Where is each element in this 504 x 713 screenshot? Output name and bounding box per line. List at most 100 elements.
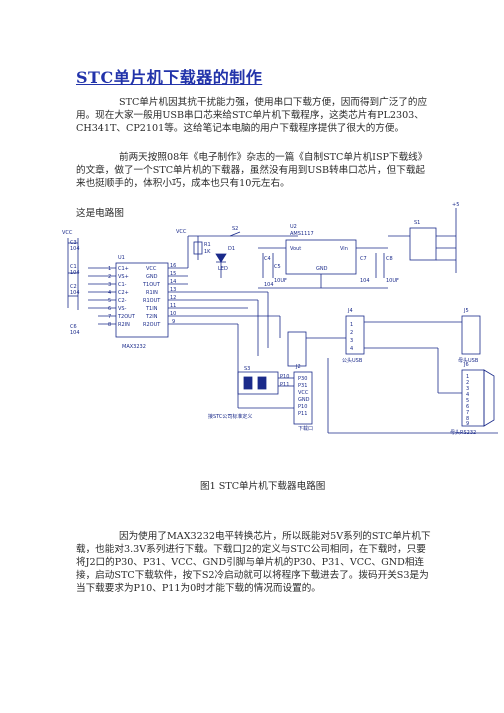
u1-part: MAX3232: [122, 344, 146, 350]
u1-pin-num-9: 9: [172, 319, 175, 325]
j4-name: J4: [347, 308, 353, 314]
u1-pin-num-13: 13: [170, 287, 176, 293]
cap-c6-value: 104: [70, 330, 80, 336]
u1-pin-left-4: C2+: [118, 290, 129, 296]
u1-pin-right-11: T1IN: [145, 306, 158, 312]
j2-pin-p10: P10: [298, 404, 307, 410]
u1-pin-num-7: 7: [108, 314, 111, 320]
j2-pin-p11: P11: [298, 411, 307, 417]
cap-c2-value: 104: [70, 290, 80, 296]
u2-pin-gnd: GND: [316, 266, 328, 272]
u1-pin-right-14: T1OUT: [142, 282, 161, 288]
db9-pin-1: 1: [466, 374, 469, 380]
j6-label: 母头RS232: [450, 429, 476, 436]
u1-pin-num-2: 2: [108, 274, 111, 280]
usb-pin-3: 3: [350, 338, 353, 344]
net-vcc-left: VCC: [62, 230, 73, 236]
net-vcc-mid: VCC: [176, 229, 187, 235]
j2-pin-p31: P31: [298, 383, 307, 389]
j5-label: 母头USB: [458, 357, 479, 364]
c4-value: 104: [264, 282, 274, 288]
s3-pin-p10: P10: [280, 374, 289, 380]
u2-pin-vin: Vin: [340, 246, 348, 252]
u1-pin-right-15: GND: [146, 274, 158, 280]
s3-pin-p11: P11: [280, 382, 289, 388]
cap-c1-value: 104: [70, 270, 80, 276]
s2-label: S2: [232, 226, 238, 232]
c5-value: 10UF: [274, 278, 287, 284]
led-name: D1: [228, 246, 235, 252]
usb-pin-2: 2: [350, 330, 353, 336]
u1-pin-num-5: 5: [108, 298, 111, 304]
db9-pin-4: 4: [466, 392, 469, 398]
u1-pin-num-11: 11: [170, 303, 176, 309]
u1-pin-left-5: C2-: [118, 298, 127, 304]
s1-label: S1: [414, 220, 420, 226]
net-5v: +5: [452, 202, 459, 208]
u1-pin-num-15: 15: [170, 271, 176, 277]
j2-pin-p30: P30: [298, 376, 307, 382]
u1-pin-num-3: 3: [108, 282, 111, 288]
cap-c6-name: C6: [70, 324, 77, 330]
j2-pin-vcc: VCC: [298, 390, 309, 396]
db9-pin-8: 8: [466, 416, 469, 422]
u1-pin-left-6: VS-: [118, 306, 127, 312]
r1-value: 1K: [204, 249, 211, 255]
j2-pin-gnd: GND: [298, 397, 310, 403]
paragraph-background: 前两天按照08年《电子制作》杂志的一篇《自制STC单片机ISP下载线》的文章，做…: [76, 152, 428, 189]
db9-pin-2: 2: [466, 380, 469, 386]
u1-pin-num-6: 6: [108, 306, 111, 312]
s3-label: S3: [244, 366, 250, 372]
u2-part: AMS1117: [290, 231, 314, 237]
u1-pin-right-9: R2OUT: [143, 322, 161, 328]
cap-c3-value: 104: [70, 246, 80, 252]
u1-pin-left-1: C1+: [118, 266, 129, 272]
c7-value: 104: [360, 278, 370, 284]
c5-name: C5: [274, 264, 281, 270]
u1-pin-num-4: 4: [108, 290, 111, 296]
u1-pin-num-12: 12: [170, 295, 176, 301]
j3-label: 接STC公司标准定义: [208, 413, 252, 420]
u1-pin-num-8: 8: [108, 322, 111, 328]
j2-name: J2: [295, 364, 301, 370]
u1-pin-left-3: C1-: [118, 282, 127, 288]
paragraph-explanation: 因为使用了MAX3232电平转换芯片，所以既能对5V系列的STC单片机下载，也能…: [76, 531, 431, 594]
circuit-schematic: VCC VCC +5 C3 104 C1 104 C2 104 C6 104 U…: [62, 202, 498, 436]
cap-c1-name: C1: [70, 264, 77, 270]
cap-c3-name: C3: [70, 240, 77, 246]
u1-name: U1: [118, 255, 125, 261]
u1-pin-right-12: R1OUT: [143, 298, 161, 304]
db9-pin-6: 6: [466, 404, 469, 410]
u1-pin-right-16: VCC: [146, 266, 157, 272]
u1-pin-num-16: 16: [170, 263, 176, 269]
u2-name: U2: [290, 224, 297, 230]
u2-pin-vout: Vout: [290, 246, 301, 252]
figure-caption: 图1 STC单片机下载器电路图: [200, 481, 326, 492]
cap-c2-name: C2: [70, 284, 77, 290]
u1-pin-right-13: R1IN: [146, 290, 158, 296]
led-label: LED: [218, 266, 228, 272]
j4-label: 公头USB: [342, 357, 363, 364]
u1-pin-num-1: 1: [108, 266, 111, 272]
u1-pin-left-7: T2OUT: [117, 314, 136, 320]
j6-name: J6: [463, 362, 469, 368]
usb-pin-1: 1: [350, 322, 353, 328]
db9-pin-5: 5: [466, 398, 469, 404]
u1-pin-right-10: T2IN: [145, 314, 158, 320]
u1-pin-num-10: 10: [170, 311, 176, 317]
figure-intro: 这是电路图: [76, 208, 124, 219]
article-title: STC单片机下载器的制作: [76, 68, 263, 87]
usb-pin-4: 4: [350, 346, 353, 352]
c8-name: C8: [386, 256, 393, 262]
db9-pin-3: 3: [466, 386, 469, 392]
c8-value: 10UF: [386, 278, 399, 284]
u1-pin-num-14: 14: [170, 279, 176, 285]
r1-name: R1: [204, 242, 211, 248]
db9-pin-7: 7: [466, 410, 469, 416]
u1-pin-left-2: VS+: [118, 274, 129, 280]
j5-name: J5: [463, 308, 469, 314]
c4-name: C4: [264, 256, 271, 262]
db9-pin-9: 9: [466, 421, 469, 427]
j2-label: 下载口: [298, 425, 313, 432]
